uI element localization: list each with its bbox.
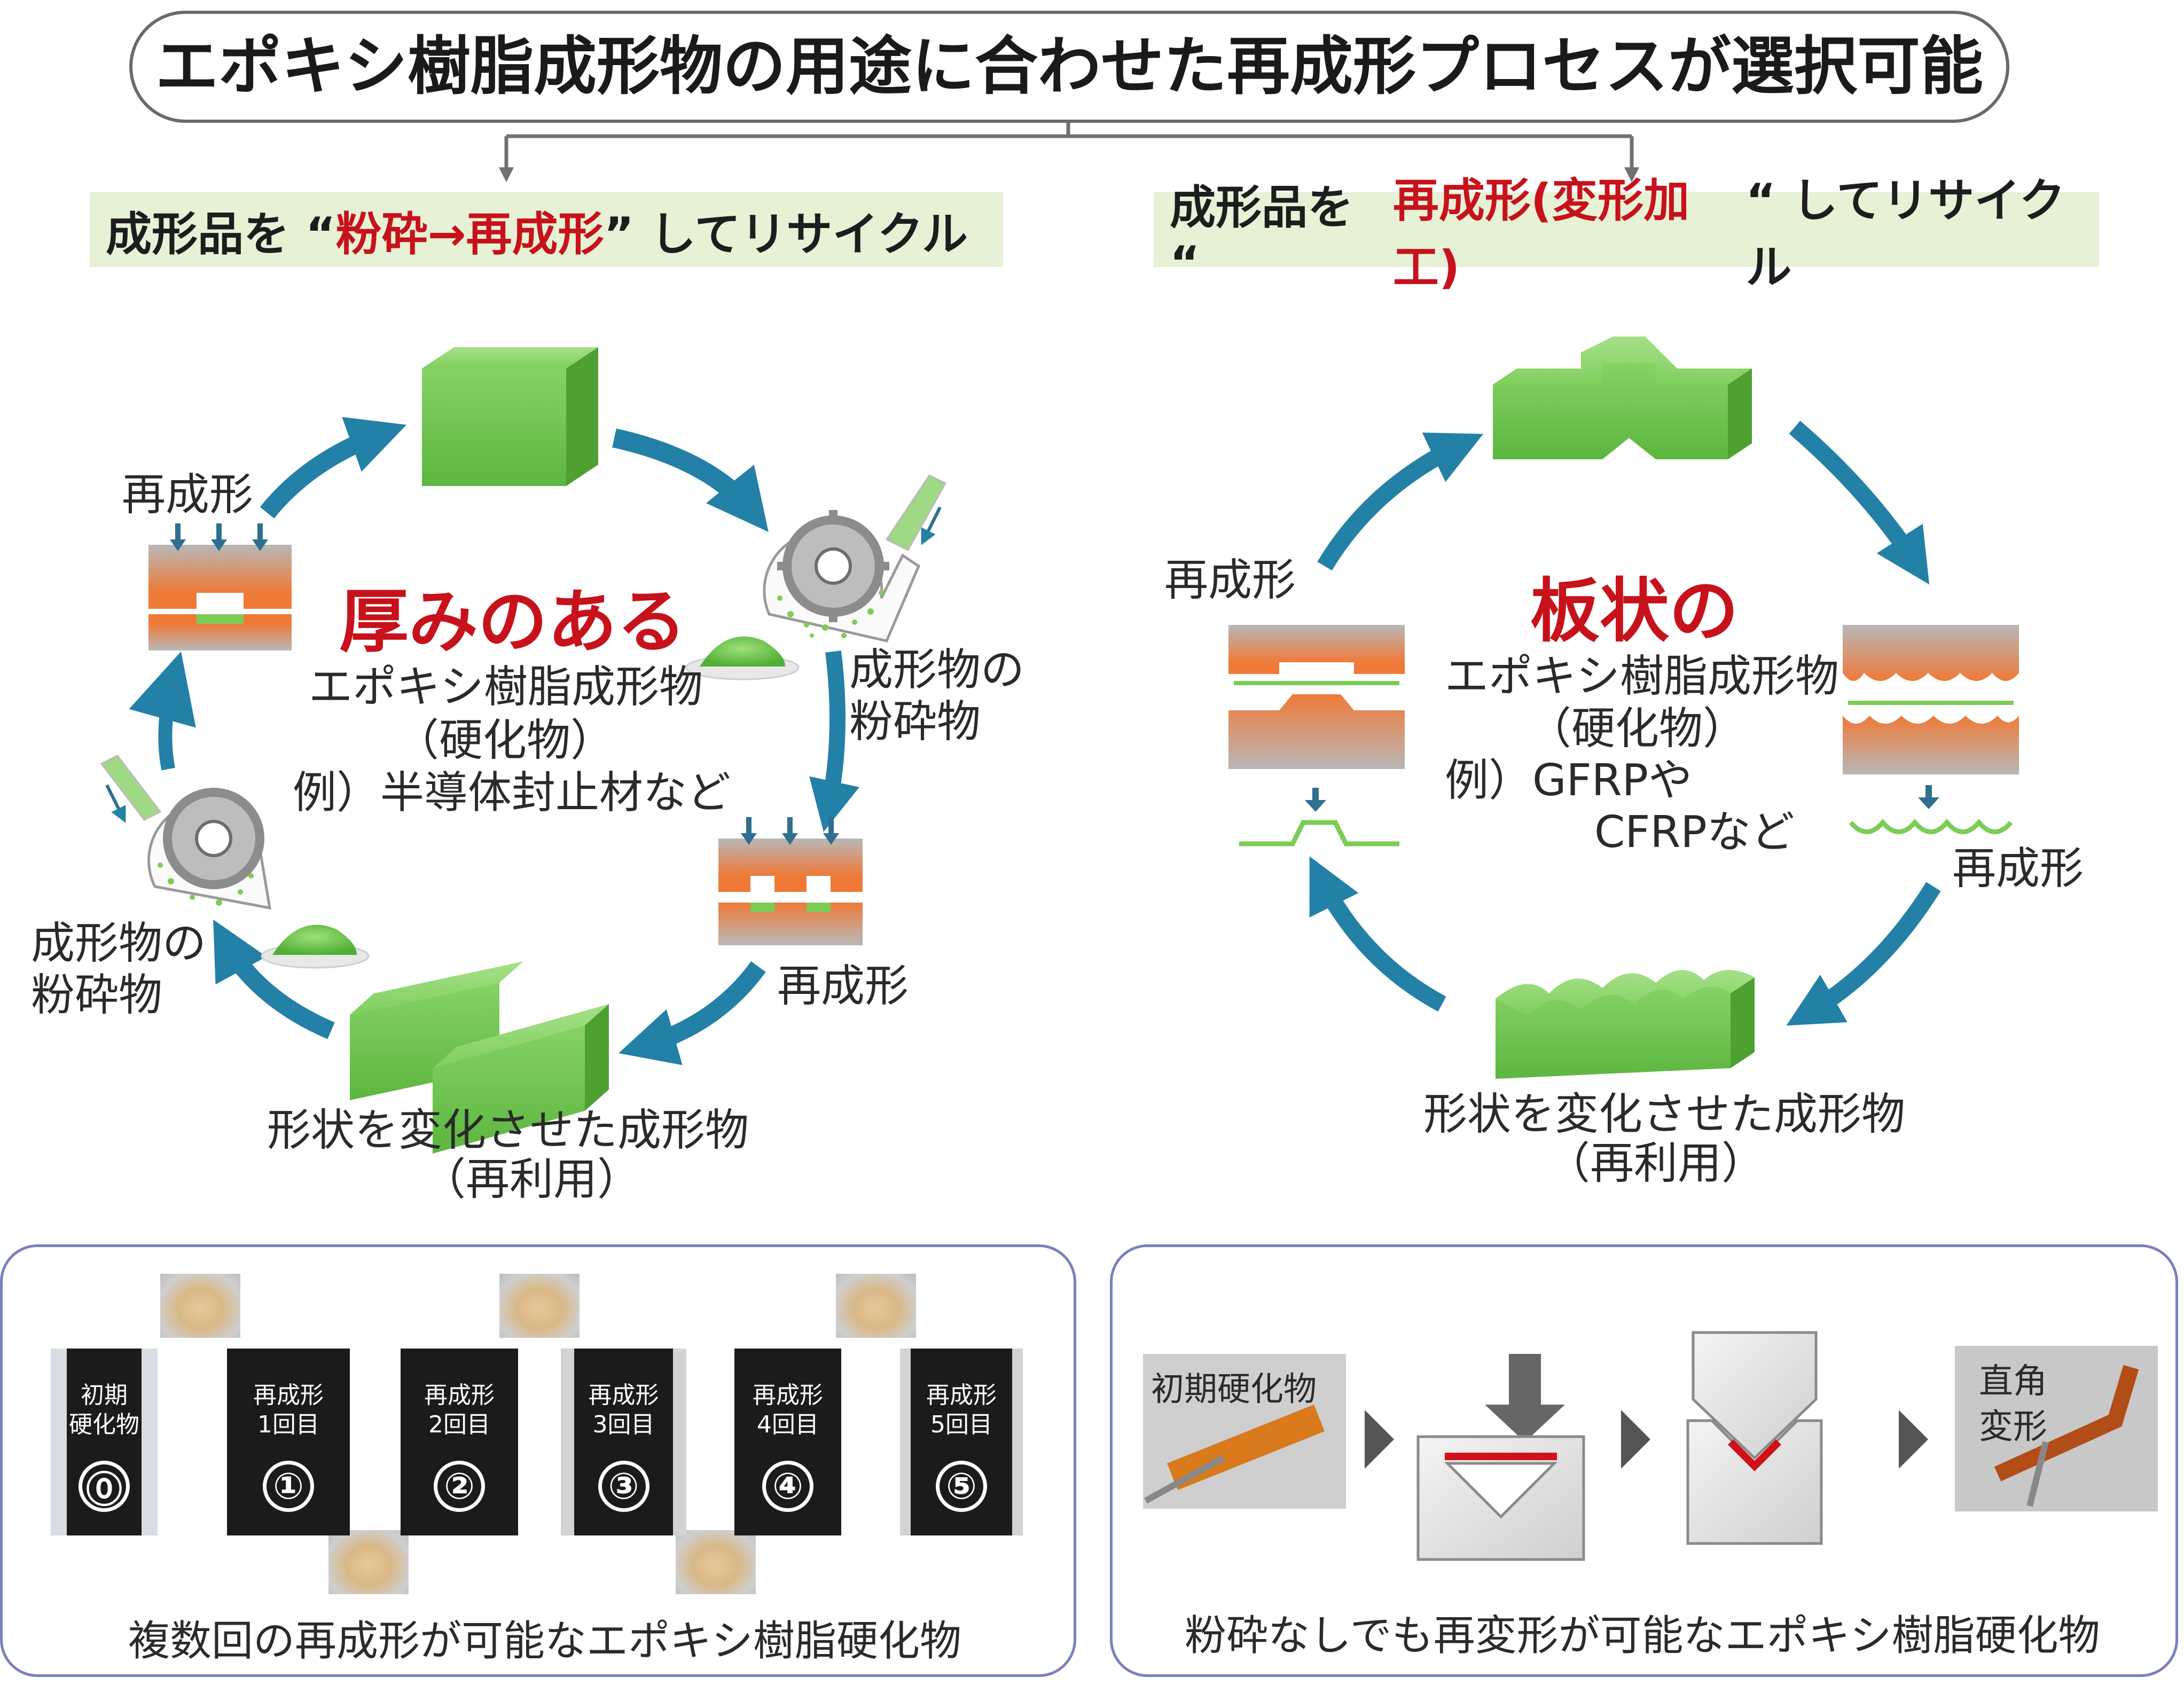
green-cube — [422, 347, 598, 486]
mold-right-wave — [1843, 625, 2019, 834]
arrow-top-to-right — [1789, 420, 1930, 585]
right-main-label: 板状の — [1530, 570, 1739, 652]
mold-topleft — [148, 523, 292, 651]
bending-panel: 初期硬化物 直角 変形 粉砕なしでも再変形が可能なエポキシ樹脂硬化物 — [1110, 1244, 2178, 1677]
arrow-right-to-bottom — [1786, 882, 1941, 1026]
right-desc-line4: CFRPなど — [1594, 807, 1795, 858]
left-header-highlight: 粉砕→再成形 — [335, 207, 604, 261]
left-main-label: 厚みのある — [339, 581, 687, 662]
right-bottom-line1: 形状を変化させた成形物 — [1423, 1089, 1906, 1140]
arrow-grinder-to-mold-left — [129, 651, 196, 771]
arrow-mold-to-bars — [619, 961, 766, 1065]
remold-samples-caption: 複数回の再成形が可能なエポキシ樹脂硬化物 — [128, 1617, 962, 1665]
right-desc-line3: 例）GFRPや — [1445, 755, 1693, 806]
left-bottom-line2: （再利用） — [422, 1154, 641, 1205]
mold-right — [718, 817, 863, 945]
left-label-ground-right-2: 粉砕物 — [849, 696, 981, 747]
powder-photo-4 — [328, 1530, 409, 1594]
sample-number-2: ② — [434, 1461, 485, 1512]
page-title: エポキシ樹脂成形物の用途に合わせた再成形プロセスが選択可能 — [129, 11, 2009, 123]
right-header-pre: 成形品を “ — [1170, 181, 1353, 290]
stepped-block — [1493, 336, 1752, 459]
powder-photo-1 — [160, 1274, 240, 1338]
grinder-left — [100, 755, 272, 910]
left-desc-line3: 例）半導体封止材など — [293, 767, 731, 818]
left-header-pre: 成形品を “ — [106, 207, 336, 261]
sample-label-0: 初期硬化物 — [69, 1382, 139, 1438]
powder-dish-left — [261, 924, 370, 969]
right-cycle — [1228, 336, 2019, 1079]
right-section-header: 成形品を “ 再成形(変形加工) “ してリサイクル — [1154, 174, 2099, 294]
sample-number-1: ① — [263, 1461, 314, 1512]
arrow-bars-to-grinder — [213, 919, 335, 1039]
right-desc-line2: （硬化物） — [1528, 703, 1747, 754]
left-bottom-line1: 形状を変化させた成形物 — [267, 1105, 749, 1156]
right-header-post: “ してリサイクル — [1745, 174, 2065, 294]
sample-number-0: ⓪ — [79, 1461, 130, 1512]
powder-photo-3 — [836, 1274, 916, 1338]
initial-cured-label: 初期硬化物 — [1151, 1369, 1317, 1408]
right-bottom-line2: （再利用） — [1546, 1138, 1766, 1189]
sample-number-4: ④ — [762, 1461, 813, 1512]
arrow-grinder-to-mold — [809, 651, 859, 832]
left-desc-line1: エポキシ樹脂成形物 — [309, 662, 703, 712]
right-header-highlight: 再成形(変形加工) — [1392, 174, 1690, 294]
sample-photo-0: 初期硬化物 ⓪ — [51, 1349, 158, 1535]
arrow-bottom-to-left — [1309, 856, 1446, 1012]
bending-caption: 粉砕なしでも再変形が可能なエポキシ樹脂硬化物 — [1185, 1612, 2100, 1660]
right-label-remold-left: 再成形 — [1164, 555, 1296, 606]
right-angle-label-2: 変形 — [1979, 1407, 2047, 1447]
powder-dish-right — [685, 636, 800, 680]
green-bars — [350, 961, 609, 1154]
arrow-mold-to-cube — [260, 417, 406, 519]
sample-number-5: ⑤ — [936, 1461, 987, 1512]
bending-process — [1143, 1331, 2158, 1561]
powder-photo-5 — [676, 1530, 756, 1594]
right-desc-line1: エポキシ樹脂成形物 — [1445, 651, 1839, 702]
right-label-remold-right: 再成形 — [1952, 843, 2084, 894]
left-label-ground-left-1: 成形物の — [31, 918, 207, 969]
left-label-ground-right-1: 成形物の — [849, 645, 1025, 695]
left-label-ground-left-2: 粉砕物 — [31, 970, 163, 1021]
left-label-remold-right: 再成形 — [777, 961, 909, 1012]
powder-photo-2 — [499, 1274, 580, 1338]
arrow-cube-to-grinder — [612, 428, 769, 532]
left-header-post: ” してリサイクル — [604, 207, 968, 261]
title-connector — [499, 115, 1639, 183]
wavy-block — [1496, 970, 1755, 1079]
left-label-remold-topleft: 再成形 — [122, 469, 254, 520]
arrow-left-to-top — [1317, 432, 1484, 571]
grinder-right — [763, 474, 947, 642]
left-section-header: 成形品を “粉砕→再成形” してリサイクル — [90, 192, 1003, 267]
left-cycle — [100, 347, 947, 1154]
mold-left-plate — [1228, 625, 1405, 847]
right-angle-label-1: 直角 — [1979, 1362, 2047, 1401]
left-desc-line2: （硬化物） — [395, 715, 615, 766]
sample-number-3: ③ — [598, 1461, 649, 1512]
